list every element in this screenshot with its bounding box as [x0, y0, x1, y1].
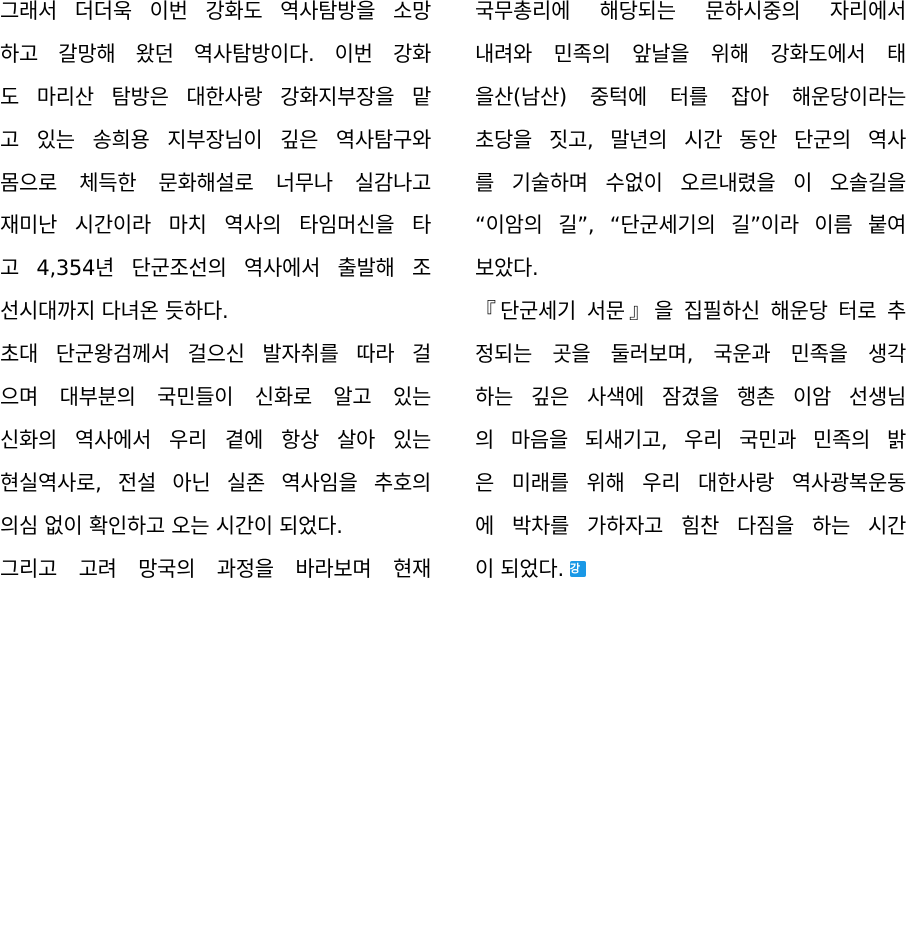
text-line: 의심 없이 확인하고 오는 시간이 되었다.	[0, 513, 343, 538]
text-line: 를 기술하며 수없이 오르내렸을 이 오솔길을	[475, 170, 906, 195]
text-line: 내려와 민족의 앞날을 위해 강화도에서 태	[475, 41, 906, 66]
text-line: 초대 단군왕검께서 걸으신 발자취를 따라 걸	[0, 342, 431, 367]
text-line: 에 박차를 가하자고 힘찬 다짐을 하는 시간	[475, 513, 906, 538]
text-line: 몸으로 체득한 문화해설로 너무나 실감나고	[0, 170, 431, 195]
text-line: 정되는 곳을 둘러보며, 국운과 민족을 생각	[475, 342, 906, 367]
paragraph: 초대 단군왕검께서 걸으신 발자취를 따라 걸 으며 대부분의 국민들이 신화로…	[0, 333, 431, 547]
paragraph: 그리고 고려 망국의 과정을 바라보며 현재	[0, 548, 431, 591]
text-line: 보았다.	[475, 256, 539, 281]
text-column-right: 국무총리에 해당되는 문하시중의 자리에서 내려와 민족의 앞날을 위해 강화도…	[475, 0, 906, 590]
paragraph: 『단군세기 서문』을 집필하신 해운당 터로 추 정되는 곳을 둘러보며, 국운…	[475, 290, 906, 590]
text-line: 은 미래를 위해 우리 대한사랑 역사광복운동	[475, 470, 906, 495]
text-line: 하고 갈망해 왔던 역사탐방이다. 이번 강화	[0, 41, 431, 66]
text-line: 그리고 고려 망국의 과정을 바라보며 현재	[0, 556, 431, 581]
text-line: 그래서 더더욱 이번 강화도 역사탐방을 소망	[0, 0, 431, 23]
text-line: 고 있는 송희용 지부장님이 깊은 역사탐구와	[0, 127, 431, 152]
text-line: 고 4,354년 단군조선의 역사에서 출발해 조	[0, 256, 431, 281]
text-line: 으며 대부분의 국민들이 신화로 알고 있는	[0, 385, 431, 410]
text-line: 도 마리산 탐방은 대한사랑 강화지부장을 맡	[0, 84, 431, 109]
text-line: 현실역사로, 전설 아닌 실존 역사임을 추호의	[0, 470, 431, 495]
text-line: “이암의 길”, “단군세기의 길”이라 이름 붙여	[475, 213, 906, 238]
end-mark-icon: 강	[569, 560, 586, 577]
text-line: 이 되었다. 강	[475, 548, 906, 591]
text-line: 국무총리에 해당되는 문하시중의 자리에서	[475, 0, 906, 23]
text-line: 의 마음을 되새기고, 우리 국민과 민족의 밝	[475, 427, 906, 452]
paragraph: 국무총리에 해당되는 문하시중의 자리에서 내려와 민족의 앞날을 위해 강화도…	[475, 0, 906, 290]
text-line: 『단군세기 서문』을 집필하신 해운당 터로 추	[475, 299, 906, 324]
text-line: 신화의 역사에서 우리 곁에 항상 살아 있는	[0, 427, 431, 452]
text-line: 재미난 시간이라 마치 역사의 타임머신을 타	[0, 213, 431, 238]
paragraph: 그래서 더더욱 이번 강화도 역사탐방을 소망 하고 갈망해 왔던 역사탐방이다…	[0, 0, 431, 333]
text-column-left: 그래서 더더욱 이번 강화도 역사탐방을 소망 하고 갈망해 왔던 역사탐방이다…	[0, 0, 431, 590]
text-line: 을산(남산) 중턱에 터를 잡아 해운당이라는	[475, 84, 906, 109]
text-line: 하는 깊은 사색에 잠겼을 행촌 이암 선생님	[475, 385, 906, 410]
text-line: 초당을 짓고, 말년의 시간 동안 단군의 역사	[475, 127, 906, 152]
text-line: 선시대까지 다녀온 듯하다.	[0, 299, 229, 324]
text-line-content: 이 되었다.	[475, 556, 564, 581]
